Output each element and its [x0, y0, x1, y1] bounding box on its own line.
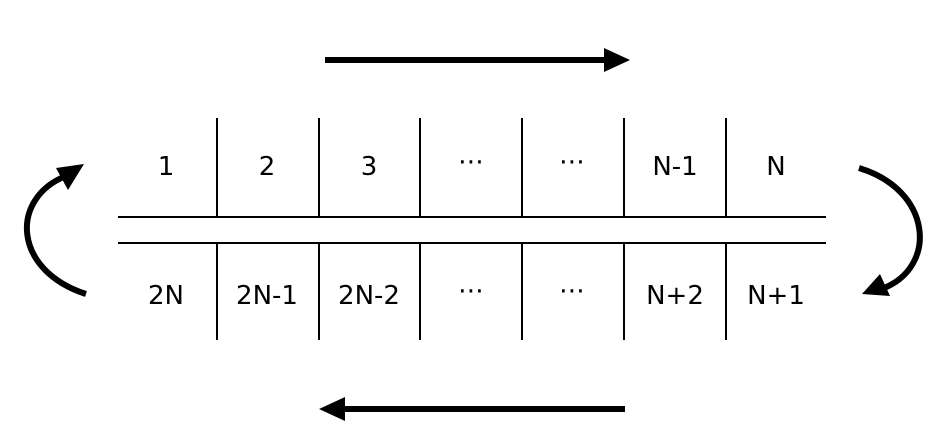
top-cell-label: 2: [259, 152, 276, 182]
bottom-cell-label: N+1: [747, 281, 805, 311]
bottom-row-dividers: [216, 243, 727, 340]
top-cell-label: 1: [158, 152, 175, 182]
top-cell-label: N: [766, 152, 785, 182]
top-row-cells: 1 2 3 ⋯ ⋯ N-1 N: [158, 147, 786, 182]
bottom-cell-label: 2N: [148, 281, 184, 311]
bottom-cell-label: 2N-1: [236, 281, 298, 311]
top-cell-label: ⋯: [559, 147, 585, 177]
bottom-cell-label: 2N-2: [338, 281, 400, 311]
top-cell-label: 3: [361, 152, 378, 182]
right-curved-arrow: [858, 165, 923, 296]
bottom-row-cells: 2N 2N-1 2N-2 ⋯ ⋯ N+2 N+1: [148, 276, 805, 311]
top-cell-label: ⋯: [458, 147, 484, 177]
top-cell-label: N-1: [652, 152, 697, 182]
bottom-cell-label: ⋯: [458, 276, 484, 306]
bottom-cell-label: ⋯: [559, 276, 585, 306]
top-right-arrow: [325, 48, 630, 72]
bottom-cell-label: N+2: [646, 281, 704, 311]
top-row-dividers: [216, 118, 727, 217]
bottom-left-arrow: [319, 397, 625, 421]
left-curved-arrow: [23, 164, 87, 297]
